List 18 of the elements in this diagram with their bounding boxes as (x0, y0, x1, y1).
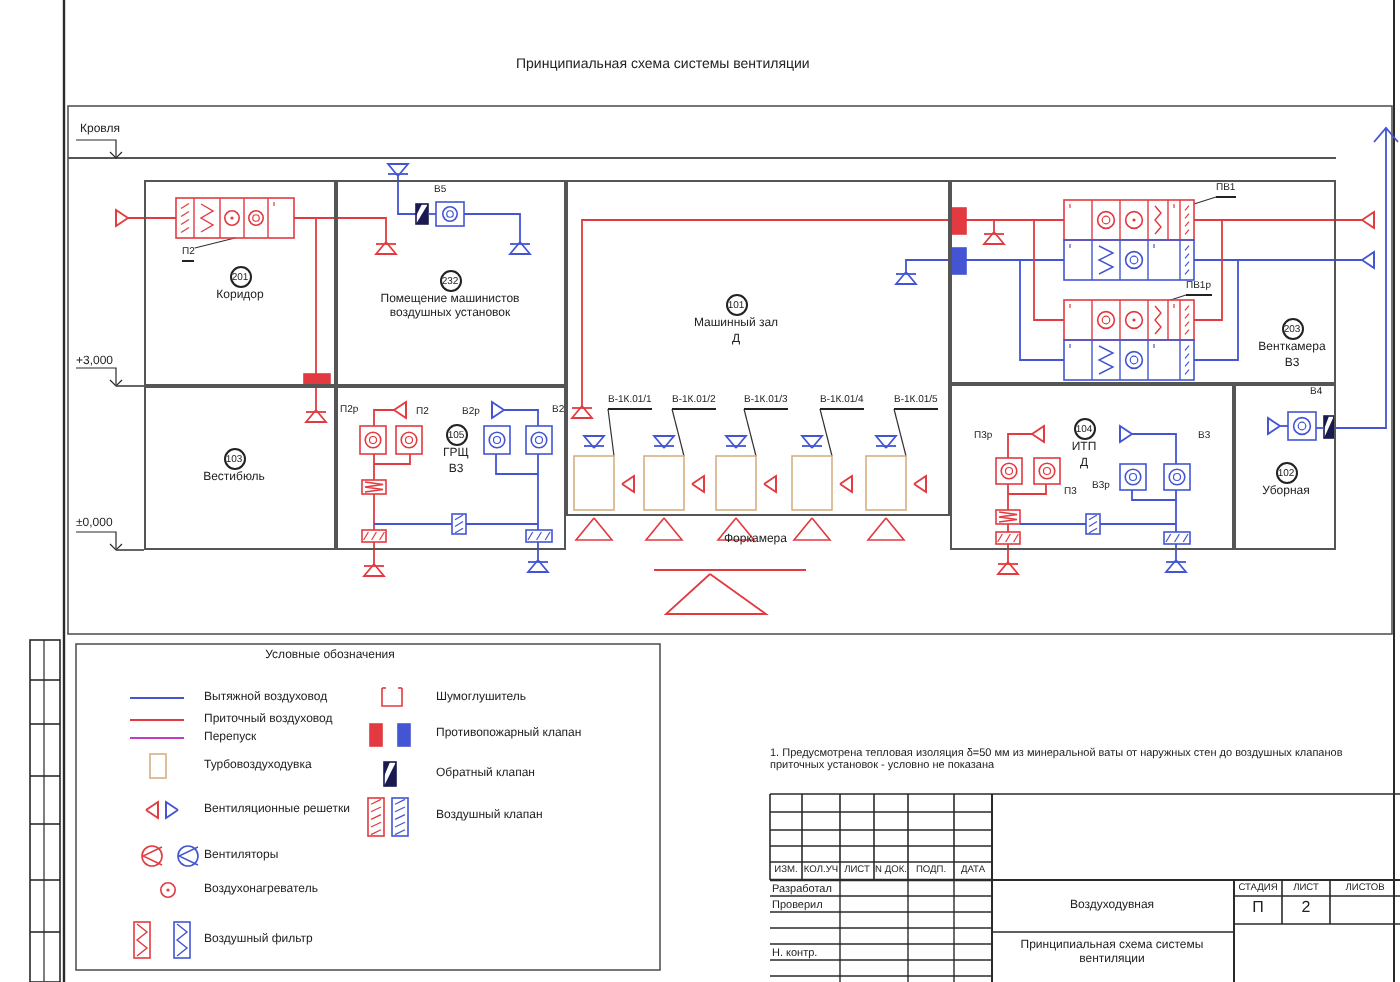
room-outline (336, 180, 566, 386)
room-outline (144, 180, 336, 386)
sheet-number: 2 (1301, 900, 1311, 918)
air-handling-unit-drawing (176, 198, 294, 238)
room-outline (566, 180, 950, 516)
air-handling-unit-drawing (1064, 200, 1194, 280)
room-outline (336, 386, 566, 550)
room-outline (1234, 384, 1336, 550)
stage-value: П (1252, 900, 1264, 918)
blower-icon (716, 456, 756, 510)
air-handling-unit-drawing (1064, 300, 1194, 380)
blower-icon (792, 456, 832, 510)
blower-icon (644, 456, 684, 510)
room-outline (950, 384, 1234, 550)
room-outline (144, 386, 336, 550)
blower-icon (866, 456, 906, 510)
blower-icon (574, 456, 614, 510)
room-outline (950, 180, 1336, 384)
